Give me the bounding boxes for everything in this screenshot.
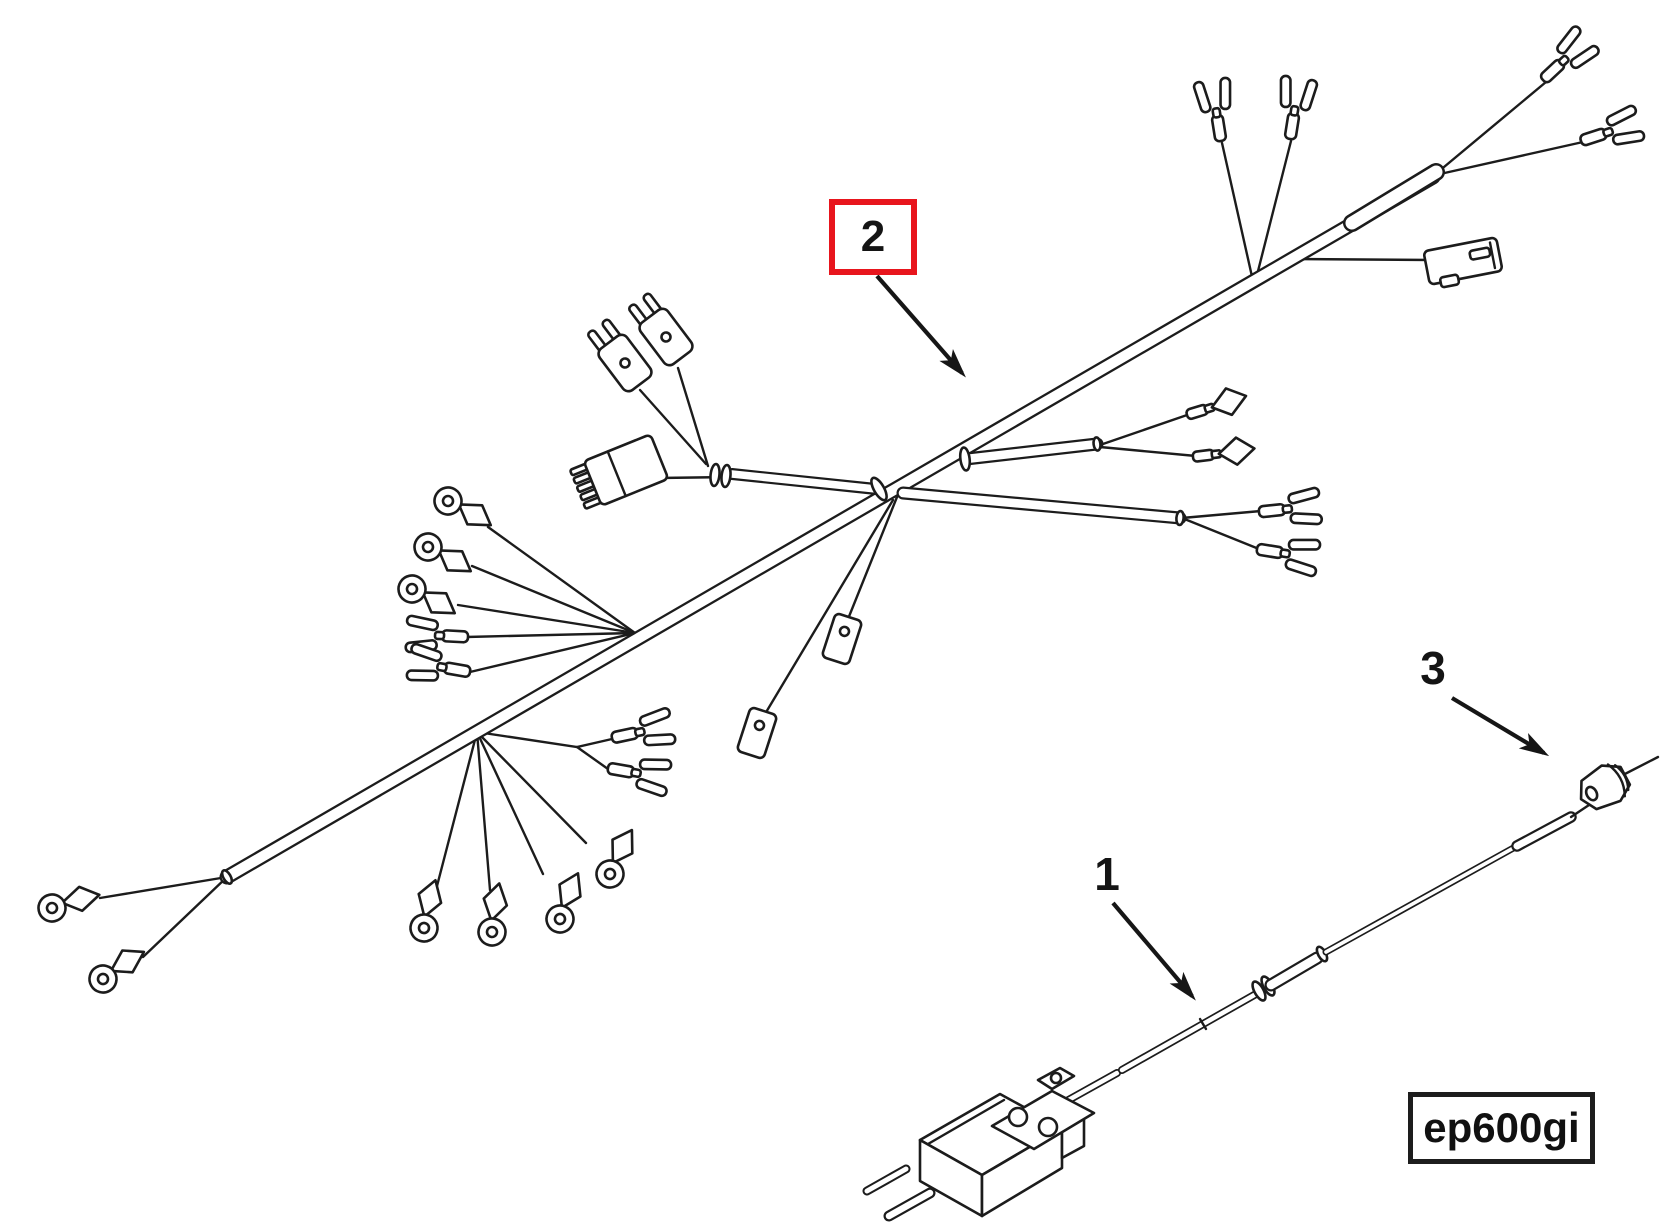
ring-terminal [82, 940, 154, 999]
spade-receptacle [735, 705, 779, 761]
blade-terminal [1189, 434, 1258, 472]
ring-terminal [428, 479, 499, 541]
callout-2-highlighted[interactable]: 2 [829, 199, 917, 275]
callout-arrow-1 [1111, 901, 1196, 1001]
fork-terminal [1270, 73, 1320, 144]
wiring-harness-assembly [34, 22, 1648, 999]
multi-pin-connector [569, 434, 669, 510]
fork-terminal [1528, 22, 1603, 96]
callout-1[interactable]: 1 [1081, 851, 1133, 897]
ring-terminal [588, 822, 648, 894]
switch-cable-assembly [862, 801, 1594, 1222]
ring-terminal [539, 866, 595, 939]
fork-terminal [1573, 102, 1648, 161]
tube-caps-and-collars [220, 436, 1185, 885]
callout-2-number: 2 [860, 212, 886, 261]
callout-arrows [875, 274, 1550, 1001]
harness-trunk [219, 169, 1441, 885]
branch-wires [98, 80, 1585, 959]
ring-terminal [404, 875, 453, 947]
callout-3[interactable]: 3 [1407, 645, 1459, 691]
fork-terminal [1255, 485, 1325, 532]
harness-branch-tubes [726, 163, 1445, 525]
fork-terminal [1252, 529, 1323, 579]
ring-terminal [34, 881, 105, 926]
callout-1-number: 1 [1094, 848, 1120, 900]
micro-switch [862, 1066, 1096, 1222]
ring-terminal [473, 879, 517, 950]
control-cable [1052, 801, 1594, 1111]
callout-arrow-2 [875, 274, 966, 378]
callout-3-number: 3 [1420, 642, 1446, 694]
diagram-code-label: ep600gi [1408, 1092, 1595, 1164]
cable-fitting [1579, 755, 1660, 811]
spade-receptacle [820, 611, 864, 667]
callout-arrow-3 [1450, 696, 1550, 757]
blade-terminal [1181, 382, 1252, 429]
diagram-code-text: ep600gi [1423, 1104, 1580, 1151]
fork-terminal [1191, 75, 1241, 146]
female-spade-connector [1422, 236, 1504, 289]
fork-terminal [603, 748, 674, 799]
fork-terminal [606, 705, 679, 758]
fork-terminal [404, 641, 475, 692]
